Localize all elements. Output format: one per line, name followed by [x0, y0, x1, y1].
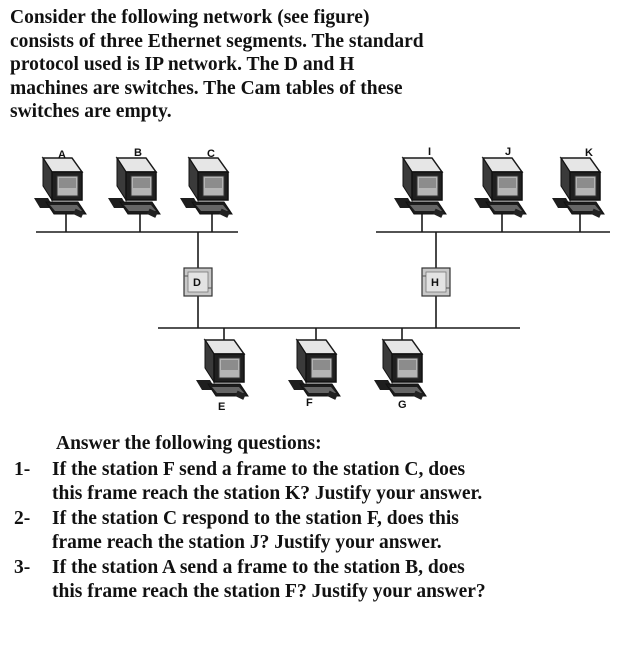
- questions-heading: Answer the following questions:: [56, 433, 322, 454]
- computer-icon-f: [287, 339, 341, 401]
- question-1: 1- If the station F send a frame to the …: [14, 458, 624, 507]
- station-label-i: I: [428, 146, 431, 158]
- question-line: If the station F send a frame to the sta…: [52, 458, 466, 480]
- computer-icon-i: [393, 157, 447, 219]
- question-line: If the station C respond to the station …: [52, 507, 459, 529]
- station-label-k: K: [585, 147, 593, 159]
- station-label-j: J: [505, 146, 511, 158]
- question-2: 2- If the station C respond to the stati…: [14, 507, 624, 556]
- computer-icon-b: [107, 157, 161, 219]
- station-label-a: A: [58, 149, 66, 161]
- intro-line-4: machines are switches. The Cam tables of…: [10, 77, 403, 99]
- station-label-f: F: [306, 397, 313, 409]
- question-number: 2-: [14, 507, 31, 529]
- question-line: this frame reach the station K? Justify …: [52, 483, 483, 504]
- question-line: frame reach the station J? Justify your …: [52, 532, 442, 553]
- computer-icon-g: [373, 339, 427, 401]
- computer-icon-a: [33, 157, 87, 219]
- intro-line-5: switches are empty.: [10, 101, 172, 122]
- station-label-e: E: [218, 401, 225, 413]
- station-label-c: C: [207, 148, 215, 160]
- station-label-b: B: [134, 147, 142, 159]
- question-3: 3- If the station A send a frame to the …: [14, 556, 624, 605]
- switch-label-d: D: [193, 277, 201, 289]
- question-number: 1-: [14, 458, 31, 480]
- intro-line-1: Consider the following network (see figu…: [10, 7, 370, 28]
- question-number: 3-: [14, 556, 31, 578]
- computer-icon-j: [473, 157, 527, 219]
- question-line: this frame reach the station F? Justify …: [52, 581, 486, 602]
- question-line: If the station A send a frame to the sta…: [52, 556, 465, 578]
- switch-label-h: H: [431, 277, 439, 289]
- computer-icon-c: [179, 157, 233, 219]
- problem-statement: Consider the following network (see figu…: [10, 6, 480, 124]
- intro-line-2: consists of three Ethernet segments. The…: [10, 30, 424, 52]
- station-label-g: G: [398, 399, 407, 411]
- computer-icon-k: [551, 157, 605, 219]
- network-diagram: A B C I J K E F G D H: [33, 146, 610, 413]
- questions-section: Answer the following questions: 1- If th…: [14, 432, 624, 605]
- computer-icon-e: [195, 339, 249, 401]
- intro-line-3: protocol used is IP network. The D and H: [10, 54, 355, 75]
